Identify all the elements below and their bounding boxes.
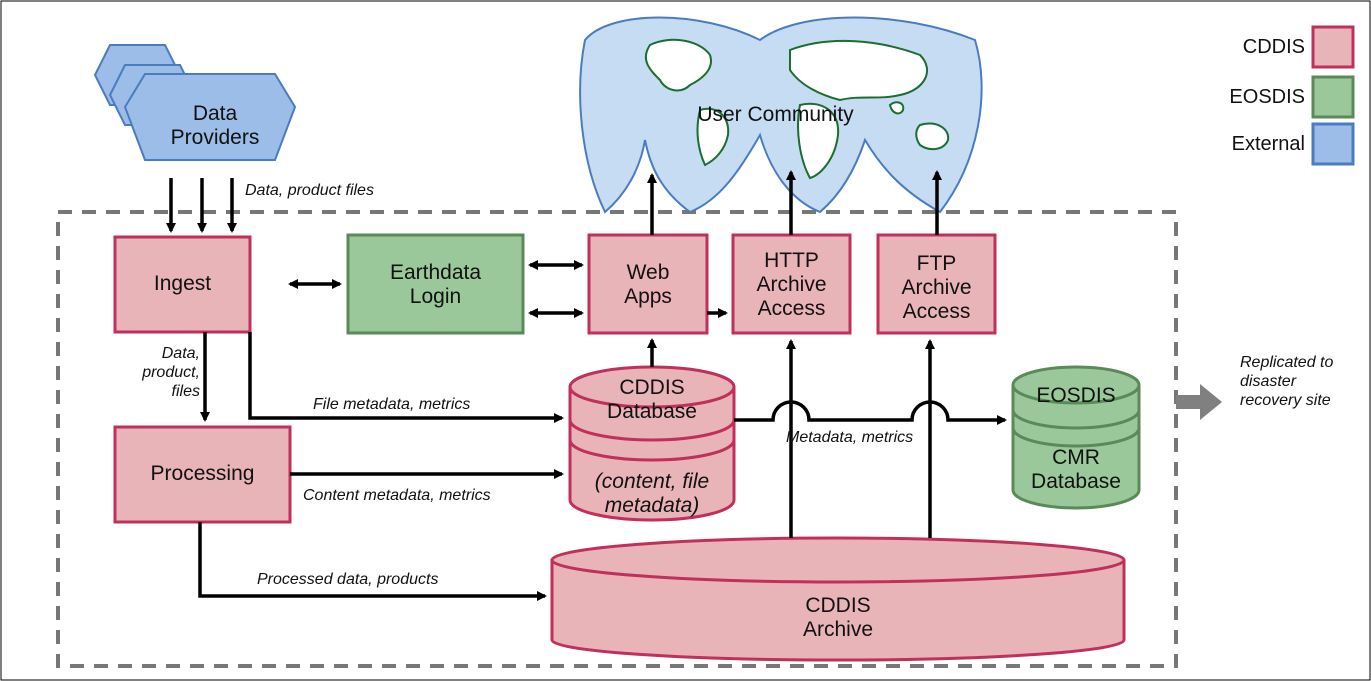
edge-label-data-product-files-split: Data,product,files xyxy=(142,345,200,400)
eosdis-top-label: EOSDIS xyxy=(1036,384,1116,407)
ingest-box xyxy=(113,235,252,334)
processing-box xyxy=(113,425,292,524)
earthdata-login-box xyxy=(346,233,525,335)
data-providers-stack xyxy=(93,44,297,161)
ingest-label: Ingest xyxy=(153,272,212,295)
legend-label-cddis: CDDIS xyxy=(1242,36,1305,58)
edge-label-file-metadata: File metadata, metrics xyxy=(313,396,471,413)
processing-label: Processing xyxy=(150,462,255,485)
eosdis-cmr-cylinder xyxy=(1011,365,1141,510)
ftp-archive-box xyxy=(876,233,997,335)
edge-label-content-metadata: Content metadata, metrics xyxy=(303,487,491,504)
legend xyxy=(1311,25,1355,166)
connectors xyxy=(166,170,1007,601)
legend-swatch-external xyxy=(1311,122,1355,166)
legend-swatch-cddis xyxy=(1311,25,1355,69)
legend-swatch-eosdis xyxy=(1311,75,1355,119)
edge-label-data-product-files: Data, product files xyxy=(245,182,374,199)
user-community-label: User Community xyxy=(697,103,854,126)
user-community-globe xyxy=(579,16,983,214)
system-boundary xyxy=(56,210,1178,668)
edge-label-processed-data: Processed data, products xyxy=(257,571,439,588)
cddis-archive-cylinder xyxy=(550,536,1126,662)
replication-arrow xyxy=(1176,384,1222,420)
edge-label-metadata-metrics: Metadata, metrics xyxy=(786,429,914,446)
web-apps-box xyxy=(587,233,709,335)
legend-label-external: External xyxy=(1231,133,1305,155)
legend-label-eosdis: EOSDIS xyxy=(1229,86,1305,108)
